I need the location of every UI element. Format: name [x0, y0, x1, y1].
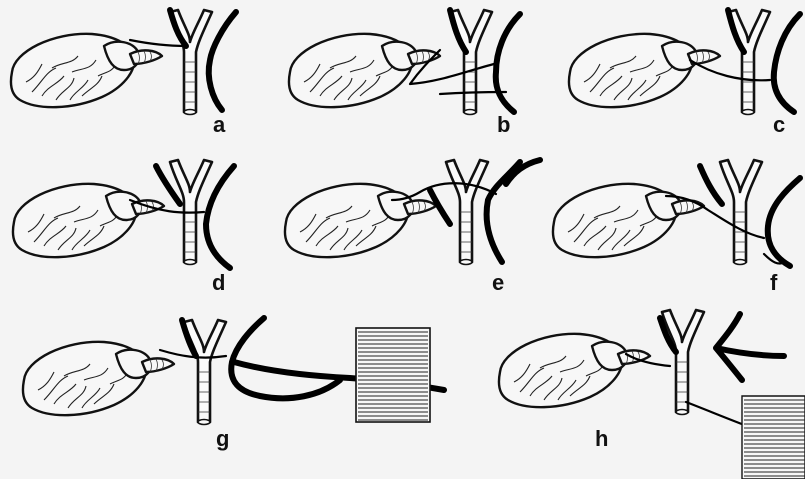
panel-a	[11, 10, 236, 115]
panel-label-b: b	[497, 112, 510, 137]
panel-label-f: f	[770, 270, 778, 295]
aorta-hatched-h	[742, 396, 805, 479]
panel-g	[23, 318, 444, 425]
panel-label-h: h	[595, 426, 608, 451]
panel-b	[289, 10, 520, 115]
panel-c	[569, 10, 800, 115]
panel-label-e: e	[492, 270, 504, 295]
panel-h	[499, 310, 805, 479]
panel-label-g: g	[216, 426, 229, 451]
panel-label-c: c	[773, 112, 785, 137]
panel-label-a: a	[213, 112, 226, 137]
panel-e	[285, 160, 540, 265]
aorta-hatched	[356, 328, 430, 422]
panel-f	[553, 160, 800, 266]
panel-label-d: d	[212, 270, 225, 295]
panel-d	[13, 160, 234, 268]
